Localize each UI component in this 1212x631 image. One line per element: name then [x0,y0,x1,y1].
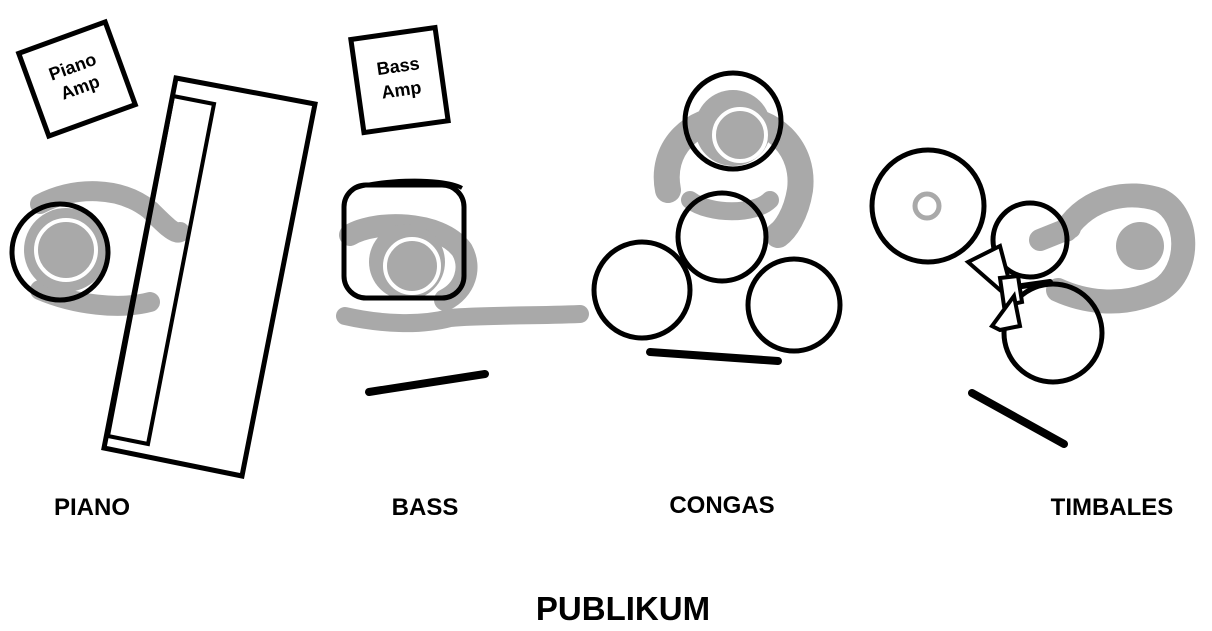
conga-stool [682,70,784,172]
congas-section: CONGAS [591,70,843,519]
bass-cabinet [341,182,467,301]
conga-drum-right [745,256,843,354]
audience-label: PUBLIKUM [536,590,710,627]
piano-label: PIANO [54,494,130,521]
pianist-figure [9,181,190,316]
bass-label: BASS [392,494,459,521]
bass-amp: Bass Amp [348,24,451,136]
bass-section: Bass Amp BASS [336,24,589,521]
conga-drum-center [675,190,769,284]
congas-monitor [646,348,782,365]
cymbal-bell [912,191,942,221]
conga-drum-left [591,239,693,341]
piano-instrument [101,75,318,479]
timbales-cymbal [869,147,987,265]
conga-player-figure [653,70,814,248]
bass-amp-label-line2: Amp [380,77,422,102]
timbales-section: TIMBALES [869,147,1196,521]
congas-label: CONGAS [669,492,774,519]
bassist-figure [336,178,589,333]
piano-section: Piano Amp PIANO [9,18,318,521]
timbales-label: TIMBALES [1051,494,1174,521]
bass-amp-label-line1: Bass [375,53,420,79]
cowbell-icon [964,243,1053,333]
timbale-drum-small [990,200,1070,280]
bass-monitor [365,370,489,396]
piano-stool [9,201,111,303]
timbale-drum-large [1001,281,1105,385]
piano-amp: Piano Amp [15,18,139,140]
timbales-monitor [968,389,1068,448]
